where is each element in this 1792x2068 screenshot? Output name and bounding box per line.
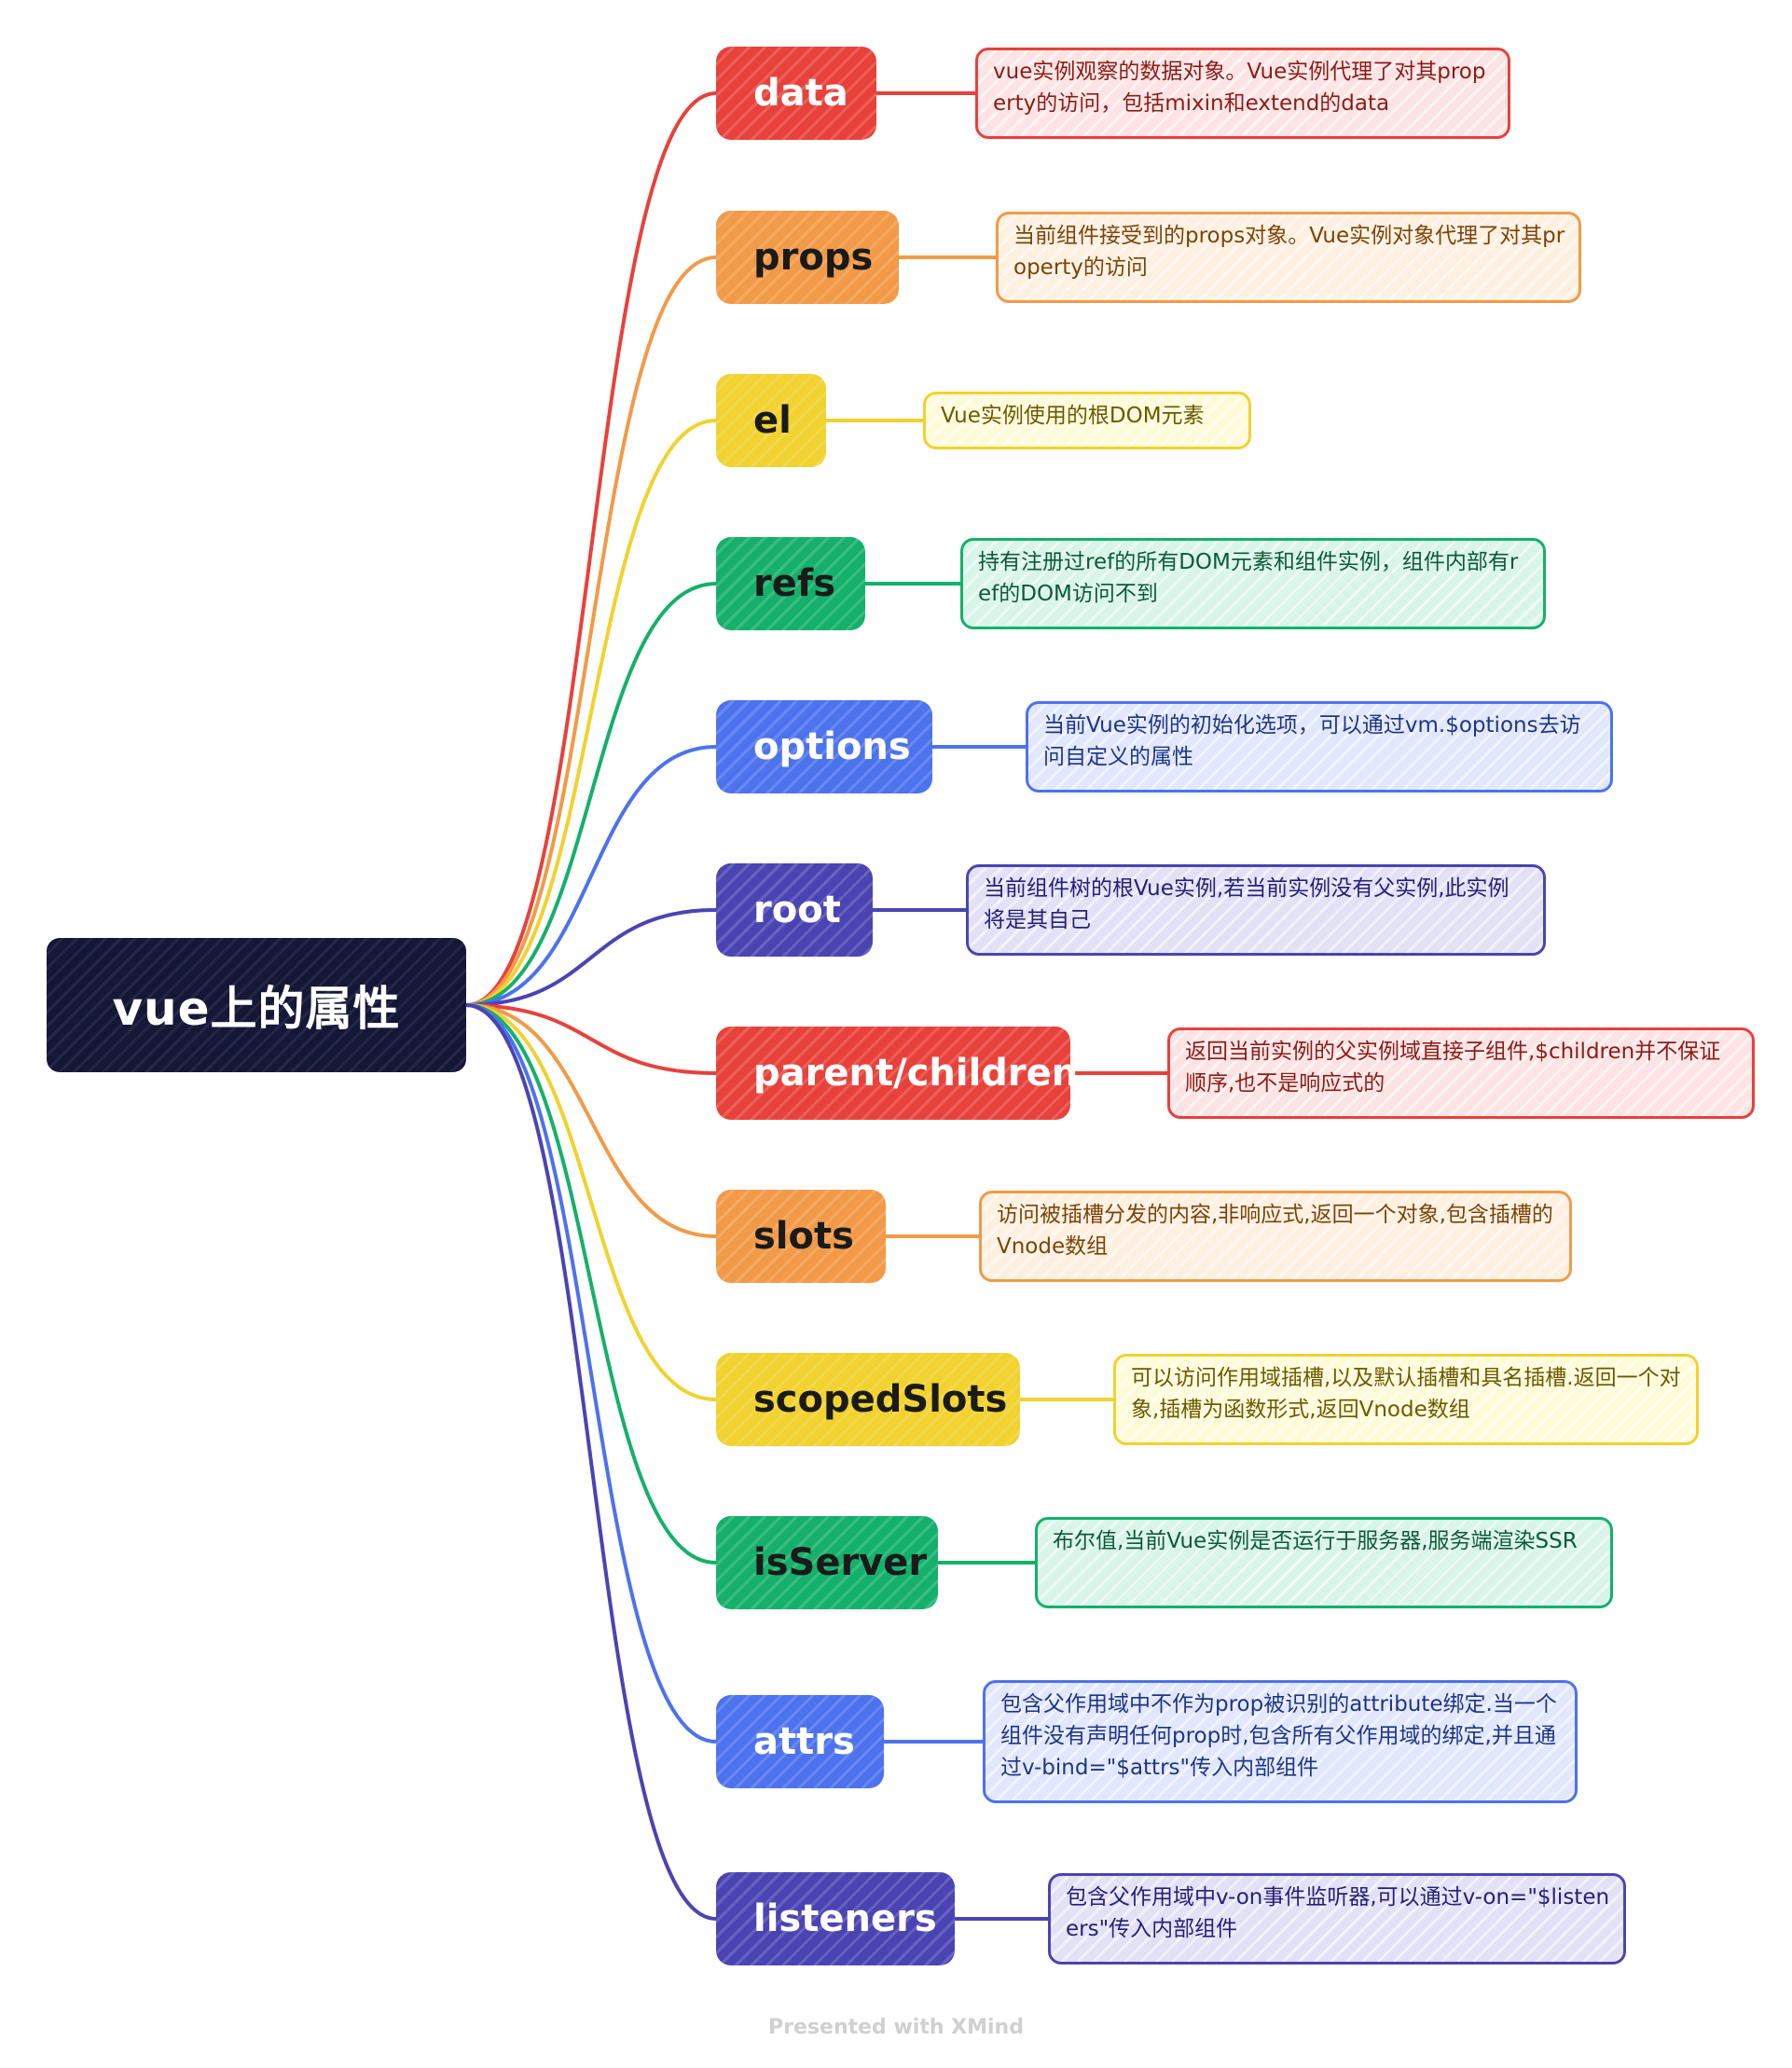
note-props[interactable]: 当前组件接受到的props对象。Vue实例对象代理了对其property的访问: [996, 212, 1581, 303]
topic-label: refs: [753, 562, 836, 605]
note-text: Vue实例使用的根DOM元素: [941, 404, 1205, 428]
note-slots[interactable]: 访问被插槽分发的内容,非响应式,返回一个对象,包含插槽的Vnode数组: [979, 1191, 1572, 1282]
topic-parent-children[interactable]: parent/children: [716, 1027, 1078, 1120]
topic-label: parent/children: [753, 1052, 1079, 1095]
note-data[interactable]: vue实例观察的数据对象。Vue实例代理了对其property的访问，包括mix…: [975, 48, 1510, 139]
note-text: 返回当前实例的父实例域直接子组件,$children并不保证顺序,也不是响应式的: [1185, 1040, 1721, 1096]
note-options[interactable]: 当前Vue实例的初始化选项，可以通过vm.$options去访问自定义的属性: [1026, 701, 1613, 793]
topic-slots[interactable]: slots: [716, 1190, 886, 1283]
central-topic-label: vue上的属性: [112, 982, 401, 1036]
note-isServer[interactable]: 布尔值,当前Vue实例是否运行于服务器,服务端渲染SSR: [1035, 1517, 1613, 1608]
topic-label: slots: [753, 1215, 854, 1258]
topic-label: props: [753, 236, 874, 279]
topic-el[interactable]: el: [716, 374, 826, 467]
note-el[interactable]: Vue实例使用的根DOM元素: [923, 392, 1251, 449]
connector-parent-children: [464, 1003, 718, 1075]
connector-slots: [464, 1003, 718, 1238]
note-text: 访问被插槽分发的内容,非响应式,返回一个对象,包含插槽的Vnode数组: [997, 1203, 1553, 1259]
topic-label: el: [753, 399, 792, 442]
topic-scopedSlots[interactable]: scopedSlots: [716, 1353, 1020, 1446]
note-text: 包含父作用域中v-on事件监听器,可以通过v-on="$listeners"传入…: [1066, 1885, 1610, 1941]
topic-label: attrs: [753, 1720, 855, 1763]
topic-listeners[interactable]: listeners: [716, 1872, 955, 1965]
connector-attrs: [464, 1003, 718, 1744]
topic-props[interactable]: props: [716, 211, 899, 304]
connector-data: [464, 91, 718, 1007]
note-text: 布尔值,当前Vue实例是否运行于服务器,服务端渲染SSR: [1053, 1529, 1578, 1553]
central-topic[interactable]: vue上的属性: [47, 938, 466, 1072]
connector-isServer: [464, 1003, 718, 1565]
note-text: 包含父作用域中不作为prop被识别的attribute绑定.当一个组件没有声明任…: [1000, 1692, 1557, 1780]
note-text: 持有注册过ref的所有DOM元素和组件实例，组件内部有ref的DOM访问不到: [978, 550, 1519, 606]
note-scopedSlots[interactable]: 可以访问作用域插槽,以及默认插槽和具名插槽.返回一个对象,插槽为函数形式,返回V…: [1113, 1354, 1699, 1445]
topic-data[interactable]: data: [716, 47, 876, 140]
topic-label: data: [753, 72, 848, 115]
note-parent-children[interactable]: 返回当前实例的父实例域直接子组件,$children并不保证顺序,也不是响应式的: [1167, 1027, 1755, 1119]
note-text: 当前组件接受到的props对象。Vue实例对象代理了对其property的访问: [1013, 224, 1565, 280]
topic-label: root: [753, 889, 841, 931]
note-root[interactable]: 当前组件树的根Vue实例,若当前实例没有父实例,此实例将是其自己: [966, 864, 1546, 956]
topic-attrs[interactable]: attrs: [716, 1695, 884, 1788]
connector-refs: [464, 582, 718, 1007]
note-text: 当前Vue实例的初始化选项，可以通过vm.$options去访问自定义的属性: [1043, 713, 1581, 769]
note-text: 可以访问作用域插槽,以及默认插槽和具名插槽.返回一个对象,插槽为函数形式,返回V…: [1131, 1366, 1681, 1422]
connector-props: [464, 255, 718, 1007]
note-attrs[interactable]: 包含父作用域中不作为prop被识别的attribute绑定.当一个组件没有声明任…: [983, 1680, 1578, 1803]
note-text: vue实例观察的数据对象。Vue实例代理了对其property的访问，包括mix…: [993, 60, 1486, 116]
connector-root: [464, 908, 718, 1007]
topic-label: scopedSlots: [753, 1378, 1008, 1421]
topic-options[interactable]: options: [716, 700, 932, 793]
topic-label: options: [753, 725, 911, 768]
connector-scopedSlots: [464, 1003, 718, 1401]
topic-refs[interactable]: refs: [716, 537, 865, 630]
topic-isServer[interactable]: isServer: [716, 1516, 938, 1609]
note-refs[interactable]: 持有注册过ref的所有DOM元素和组件实例，组件内部有ref的DOM访问不到: [960, 538, 1546, 629]
note-listeners[interactable]: 包含父作用域中v-on事件监听器,可以通过v-on="$listeners"传入…: [1048, 1873, 1626, 1965]
note-text: 当前组件树的根Vue实例,若当前实例没有父实例,此实例将是其自己: [984, 876, 1509, 932]
connector-listeners: [464, 1003, 718, 1921]
connector-el: [464, 419, 718, 1007]
footer-credit: Presented with XMind: [768, 2016, 1024, 2039]
topic-label: isServer: [753, 1541, 928, 1584]
topic-label: listeners: [753, 1897, 937, 1940]
topic-root[interactable]: root: [716, 863, 873, 957]
connector-options: [464, 745, 718, 1007]
